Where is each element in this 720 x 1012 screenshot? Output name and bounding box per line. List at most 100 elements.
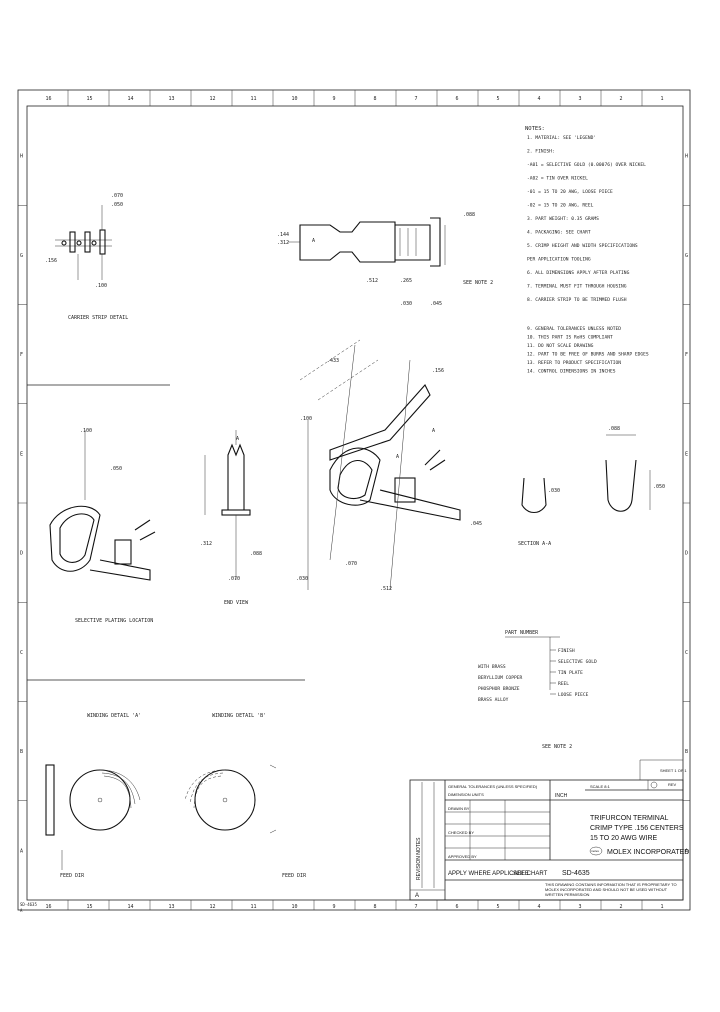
winding-detail-right: WINDING DETAIL 'B' FEED DIR xyxy=(184,713,307,879)
svg-text:SHEET 1 OF 1: SHEET 1 OF 1 xyxy=(660,768,687,773)
zone-col-label: 2 xyxy=(620,96,623,102)
zone-row-label: A xyxy=(20,848,23,854)
carrier-strip-label: CARRIER STRIP DETAIL xyxy=(68,315,128,321)
terminal-isometric-view: .433 .156 .100 .070 .512 .030 .045 A A xyxy=(296,339,482,592)
zone-col-label: 1 xyxy=(661,904,664,910)
zone-col-label: 7 xyxy=(415,904,418,910)
svg-text:.433: .433 xyxy=(327,358,339,364)
svg-text:.100: .100 xyxy=(95,283,107,289)
pn-branch: TIN PLATE xyxy=(558,670,583,676)
section-aa-label: SECTION A-A xyxy=(518,541,551,547)
note-line: PER APPLICATION TOOLING xyxy=(527,257,591,263)
svg-text:.070: .070 xyxy=(228,576,240,582)
zone-row-label: B xyxy=(20,749,23,755)
zone-row-label: B xyxy=(685,749,688,755)
zone-row-label: D xyxy=(685,551,688,557)
svg-text:.050: .050 xyxy=(653,484,665,490)
svg-text:APPLY WHERE APPLICABLE: APPLY WHERE APPLICABLE xyxy=(448,871,529,877)
notes-block: NOTES: 1. MATERIAL: SEE 'LEGEND'2. FINIS… xyxy=(525,126,649,375)
zone-col-label: 14 xyxy=(128,96,134,102)
svg-text:WINDING DETAIL 'A': WINDING DETAIL 'A' xyxy=(87,713,141,719)
svg-text:.312: .312 xyxy=(200,541,212,547)
zone-col-label: 9 xyxy=(333,96,336,102)
zone-col-label: 16 xyxy=(46,904,52,910)
pn-material: WITH BRASS xyxy=(478,664,506,670)
zone-row-label: H xyxy=(20,154,23,160)
zone-row-label: C xyxy=(20,650,23,656)
svg-text:.045: .045 xyxy=(470,521,482,527)
carrier-strip-detail: .070 .050 .156 .100 CARRIER STRIP DETAIL xyxy=(45,193,128,321)
svg-text:.088: .088 xyxy=(250,551,262,557)
note-line: 9. GENERAL TOLERANCES UNLESS NOTED xyxy=(527,326,621,332)
svg-text:APPROVED BY: APPROVED BY xyxy=(448,854,477,859)
svg-text:.070: .070 xyxy=(111,193,123,199)
zone-row-label: E xyxy=(20,451,23,457)
zone-row-label: E xyxy=(685,451,688,457)
zone-col-label: 12 xyxy=(210,96,216,102)
zone-row-label: F xyxy=(20,352,23,358)
svg-text:.045: .045 xyxy=(430,301,442,307)
svg-text:GENERAL TOLERANCES (UNLESS SPE: GENERAL TOLERANCES (UNLESS SPECIFIED) xyxy=(448,784,538,789)
svg-text:.030: .030 xyxy=(400,301,412,307)
note-line: 13. REFER TO PRODUCT SPECIFICATION xyxy=(527,360,621,366)
note-line: 5. CRIMP HEIGHT AND WIDTH SPECIFICATIONS xyxy=(527,243,638,249)
zone-col-label: 10 xyxy=(292,904,298,910)
zone-row-label: G xyxy=(685,253,688,259)
svg-text:WINDING DETAIL 'B': WINDING DETAIL 'B' xyxy=(212,713,266,719)
pn-branch: SELECTIVE GOLD xyxy=(558,659,597,665)
zone-col-label: 6 xyxy=(456,904,459,910)
svg-text:.050: .050 xyxy=(110,466,122,472)
note-line: -02 = 15 TO 20 AWG, REEL xyxy=(527,203,594,209)
zone-col-label: 2 xyxy=(620,904,623,910)
see-note-label: SEE NOTE 2 xyxy=(542,744,572,750)
part-number-tree: PART NUMBER FINISH SELECTIVE GOLD TIN PLAT… xyxy=(478,630,597,750)
section-aa-view: .088 .050 .030 SECTION A-A xyxy=(518,426,665,547)
callout-label: SEE NOTE 2 xyxy=(463,280,493,286)
svg-text:.512: .512 xyxy=(380,586,392,592)
zone-row-label: D xyxy=(20,551,23,557)
zone-col-label: 3 xyxy=(579,96,582,102)
svg-text:REVISION NOTES: REVISION NOTES xyxy=(416,837,422,880)
note-line: -01 = 15 TO 20 AWG, LOOSE PIECE xyxy=(527,189,613,195)
svg-text:SCALE 8:1: SCALE 8:1 xyxy=(590,784,611,789)
note-line: 6. ALL DIMENSIONS APPLY AFTER PLATING xyxy=(527,270,630,276)
note-line: 1. MATERIAL: SEE 'LEGEND' xyxy=(527,135,596,141)
title-line-1: TRIFURCON TERMINAL xyxy=(590,815,669,822)
zone-col-label: 16 xyxy=(46,96,52,102)
note-line: 4. PACKAGING: SEE CHART xyxy=(527,230,591,236)
proprietary-notice: THIS DRAWING CONTAINS INFORMATION THAT I… xyxy=(545,882,677,897)
title-line-3: 15 TO 20 AWG WIRE xyxy=(590,835,658,842)
svg-text:.088: .088 xyxy=(608,426,620,432)
svg-text:.156: .156 xyxy=(432,368,444,374)
svg-text:A: A xyxy=(312,238,315,244)
zone-col-label: 15 xyxy=(87,904,93,910)
pn-branch: FINISH xyxy=(558,648,575,654)
svg-text:DIMENSION UNITS: DIMENSION UNITS xyxy=(448,792,484,797)
svg-text:.030: .030 xyxy=(296,576,308,582)
terminal-end-view: A .312 .088 .070 END VIEW xyxy=(200,430,262,606)
svg-text:.070: .070 xyxy=(345,561,357,567)
svg-text:A: A xyxy=(396,454,399,460)
zone-col-label: 5 xyxy=(497,904,500,910)
note-line: -A02 = TIN OVER NICKEL xyxy=(527,176,588,182)
svg-text:FEED DIR: FEED DIR xyxy=(282,873,307,879)
zone-col-label: 14 xyxy=(128,904,134,910)
svg-text:.312: .312 xyxy=(277,240,289,246)
svg-text:PART NUMBER: PART NUMBER xyxy=(505,630,539,636)
notes-heading: NOTES: xyxy=(525,126,545,132)
zone-row-label: A xyxy=(685,848,688,854)
zone-col-label: 13 xyxy=(169,904,175,910)
doc-number: SD-4635 xyxy=(562,870,590,877)
svg-text:SD-4635: SD-4635 xyxy=(20,902,37,907)
svg-text:FEED DIR: FEED DIR xyxy=(60,873,85,879)
note-line: 3. PART WEIGHT: 0.35 GRAMS xyxy=(527,216,599,222)
zone-col-label: 8 xyxy=(374,96,377,102)
zone-col-label: 15 xyxy=(87,96,93,102)
zone-row-label: C xyxy=(685,650,688,656)
svg-text:INCH: INCH xyxy=(555,793,568,799)
